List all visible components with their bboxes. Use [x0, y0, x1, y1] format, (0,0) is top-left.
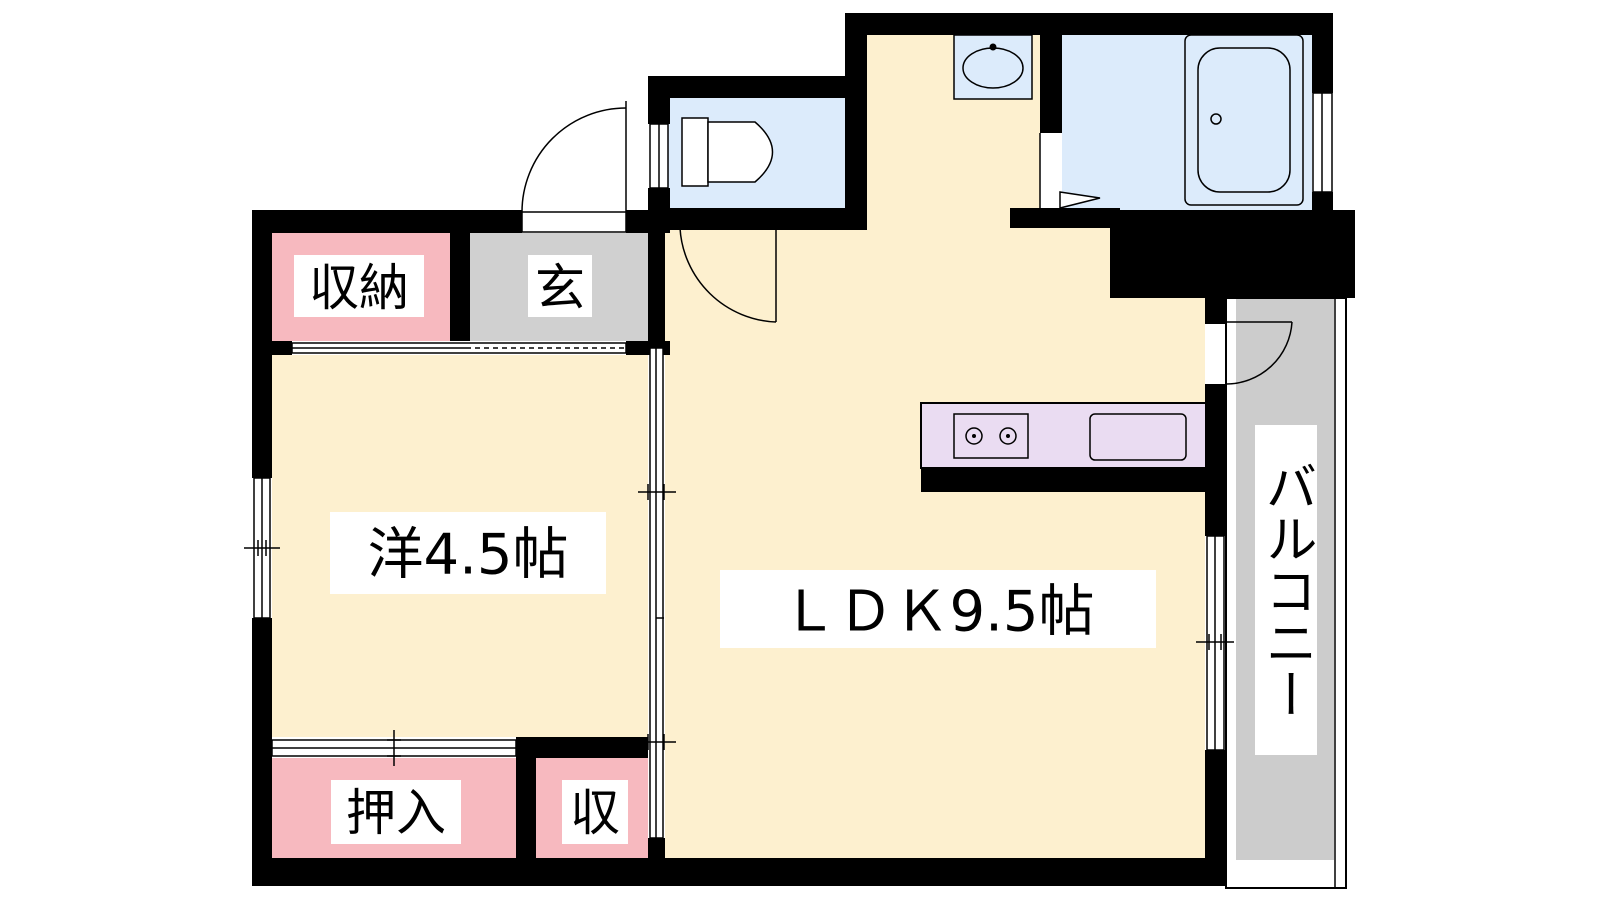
bathtub-icon: [1184, 34, 1304, 206]
oshiire-label: 押入: [346, 784, 446, 842]
storage-small-label: 収: [570, 784, 620, 842]
labels: 収納 玄 洋4.5帖 ＬＤＫ9.5帖 押入 収 バルコニー: [294, 255, 1317, 844]
western-room-label: 洋4.5帖: [367, 523, 568, 588]
storage-top-label: 収納: [309, 259, 409, 317]
sink-icon: [1089, 413, 1187, 461]
toilet-icon: [681, 117, 774, 187]
openings: [244, 92, 1347, 889]
walls: [252, 13, 1355, 886]
washbasin-icon: [953, 34, 1033, 100]
entrance-label: 玄: [535, 259, 585, 317]
kitchen-counter: [920, 402, 1209, 469]
stove-icon: [953, 413, 1029, 459]
ldk-label: ＬＤＫ9.5帖: [781, 580, 1094, 645]
balcony-label: バルコニー: [1256, 460, 1316, 720]
